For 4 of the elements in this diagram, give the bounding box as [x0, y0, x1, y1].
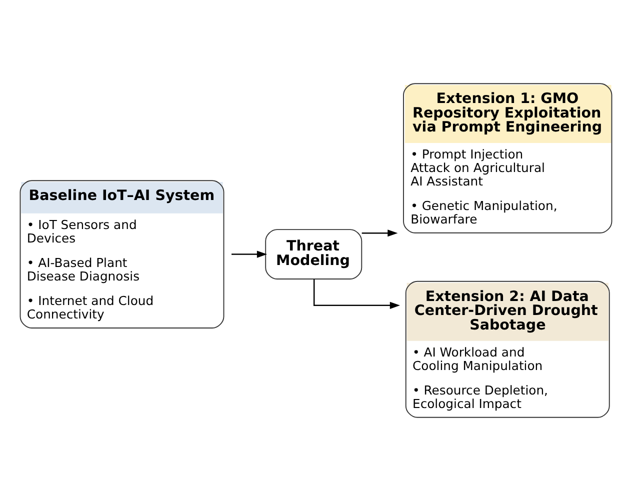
- node-box: Threat Modeling: [265, 228, 362, 279]
- arrow: [313, 278, 400, 308]
- arrow: [362, 229, 398, 236]
- arrow: [232, 250, 268, 258]
